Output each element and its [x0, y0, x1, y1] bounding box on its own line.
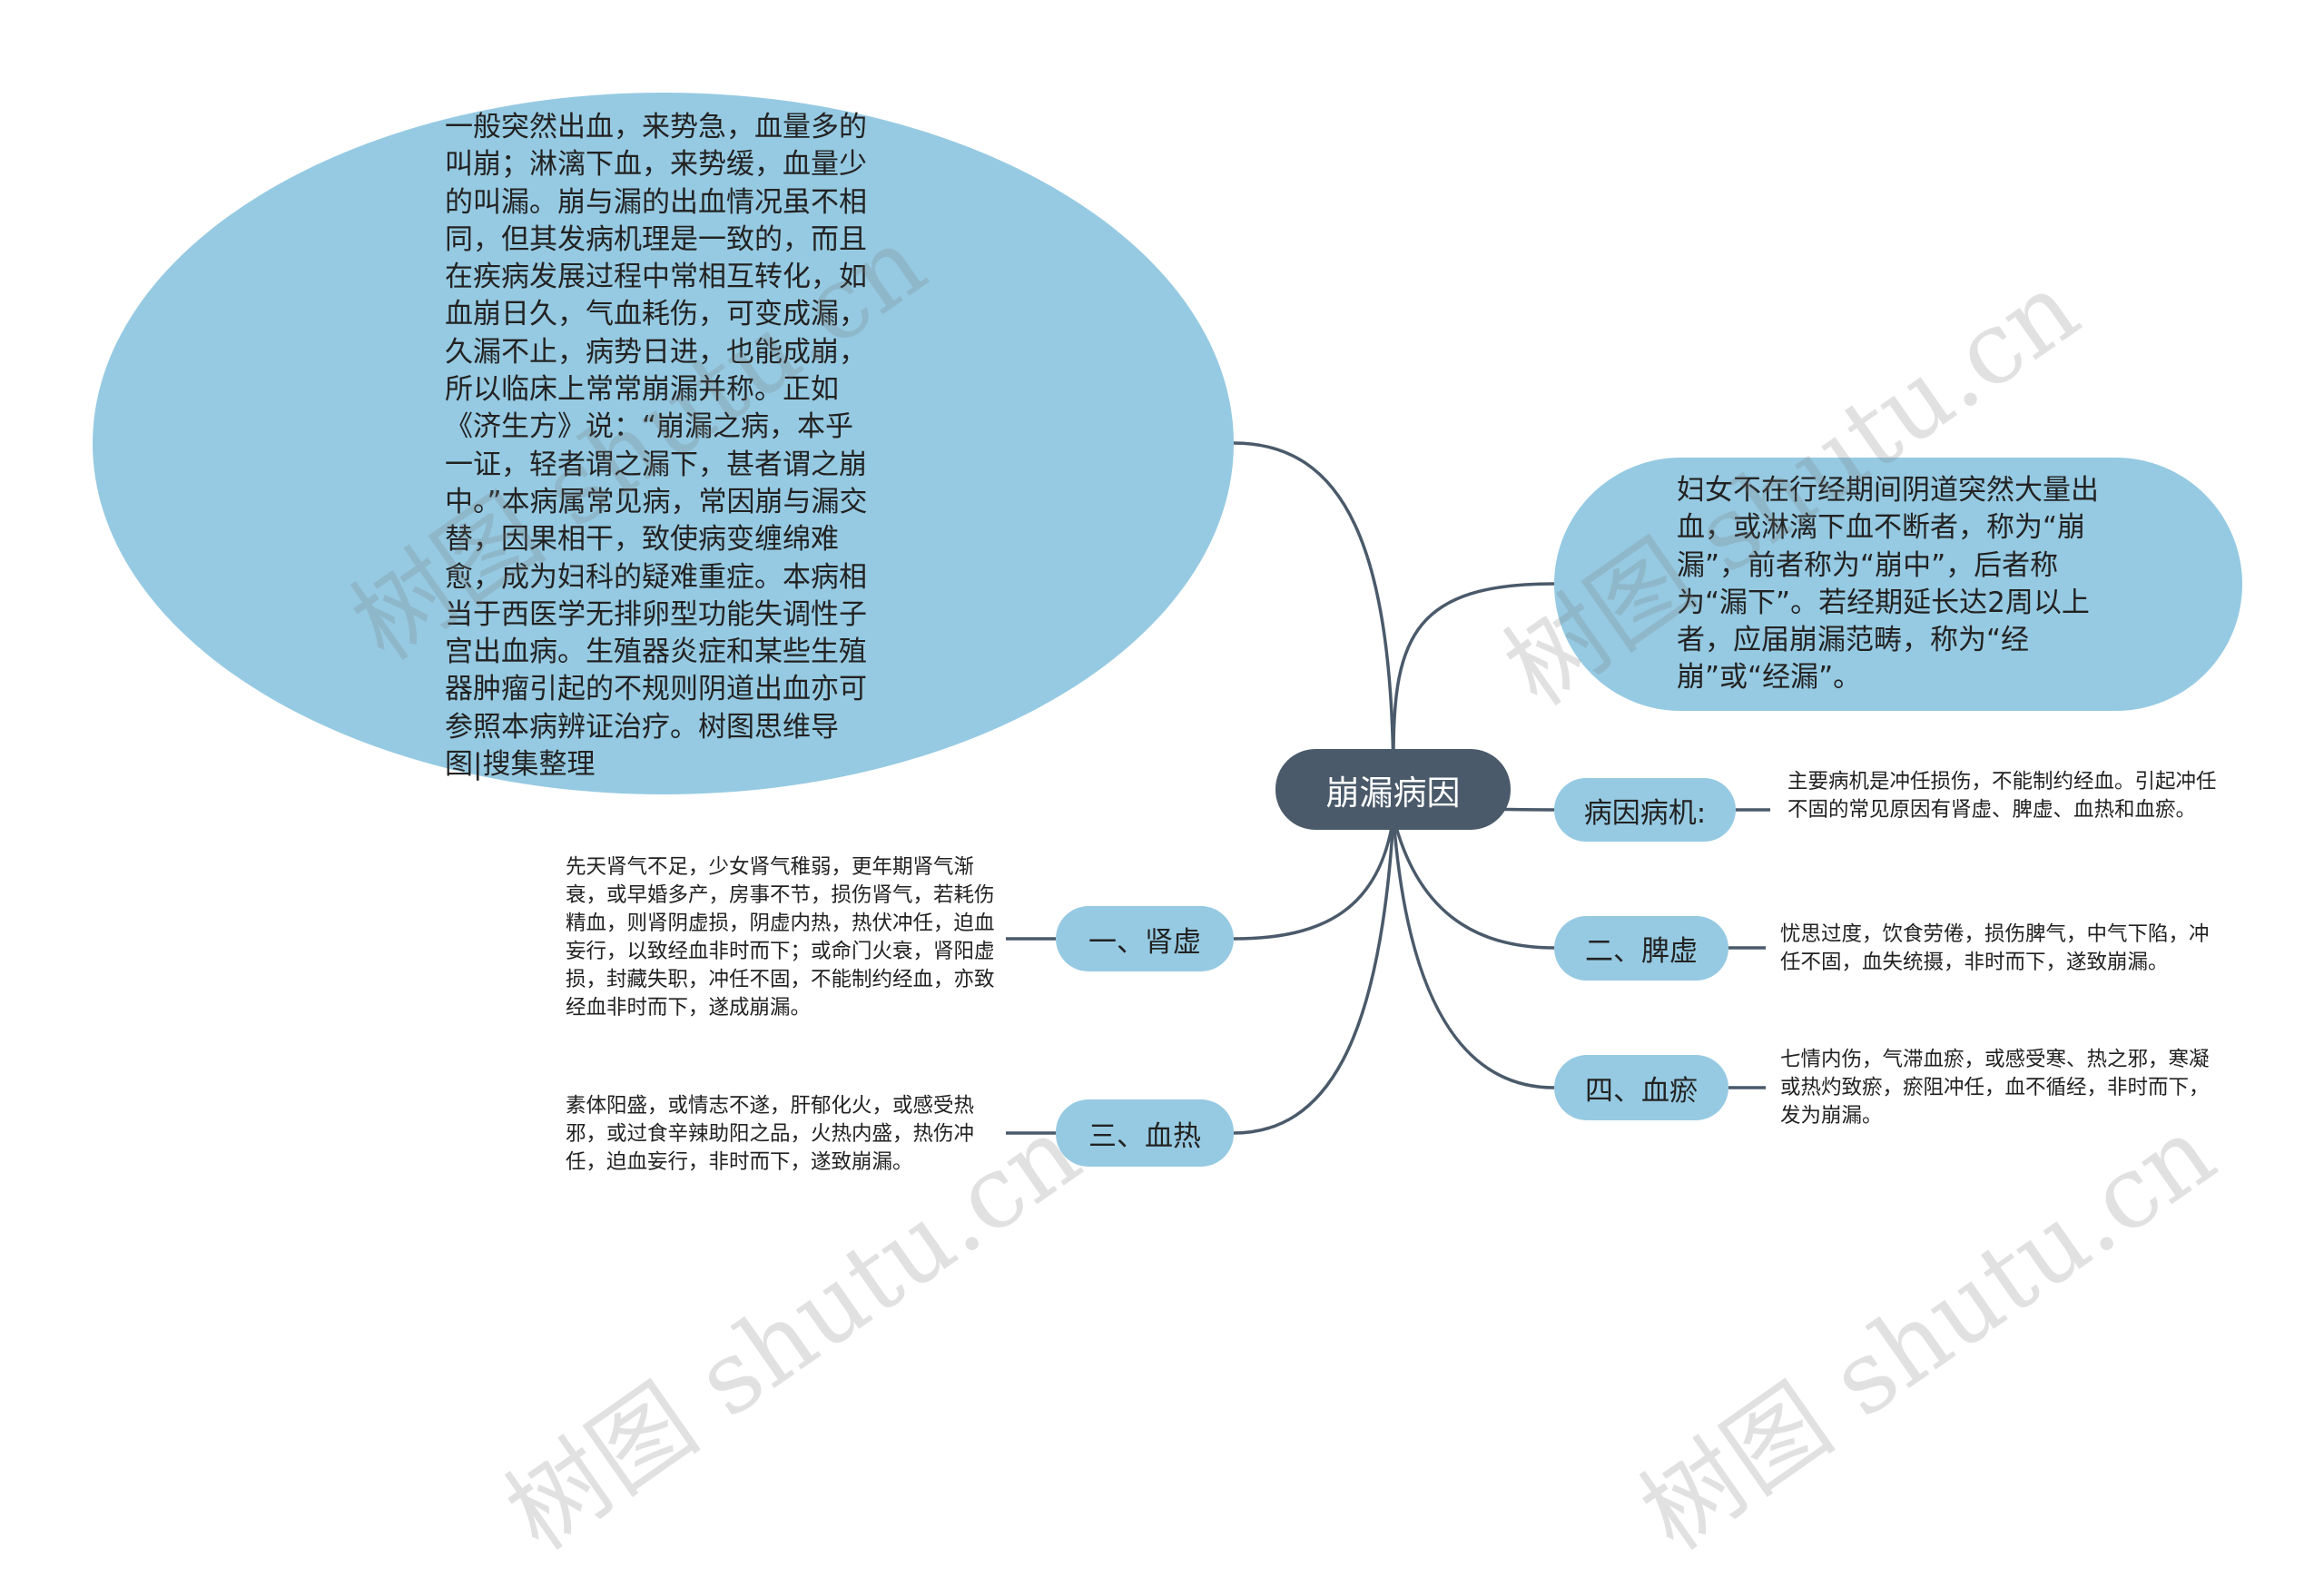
link-spleen — [1392, 816, 1555, 950]
summary-text: 妇女不在行经期间阴道突然大量出血，或淋漓下血不断者，称为“崩漏”，前者称为“崩中… — [1677, 474, 2099, 695]
branch-kidney[interactable]: 一、肾虚 — [1056, 906, 1234, 971]
stasis-detail: 七情内伤，气滞血瘀，或感受寒、热之邪，寒凝或热灼致瘀，瘀阻冲任，血不循经，非时而… — [1780, 1048, 2210, 1128]
link-definition — [1233, 441, 1395, 791]
branch-stasis[interactable]: 四、血瘀 — [1554, 1055, 1728, 1120]
central-topic[interactable]: 崩漏病因 — [1275, 749, 1511, 830]
link-stasis — [1392, 816, 1555, 1089]
link-heat — [1233, 816, 1395, 1135]
connector-lines — [1006, 441, 1770, 1135]
spleen-detail: 忧思过度，饮食劳倦，损伤脾气，中气下陷，冲任不固，血失统摄，非时而下，遂致崩漏。 — [1780, 922, 2210, 974]
definition-node[interactable]: 一般突然出血，来势急，血量多的叫崩；淋漓下血，来势缓，血量少的叫漏。崩与漏的出血… — [93, 93, 1234, 794]
heat-detail: 素体阳盛，或情志不遂，肝郁化火，或感受热邪，或过食辛辣助阳之品，火热内盛，热伤冲… — [566, 1094, 975, 1174]
branch-heat[interactable]: 三、血热 — [1056, 1099, 1234, 1167]
link-kidney — [1233, 816, 1395, 941]
link-summary — [1392, 582, 1555, 754]
summary-node[interactable]: 妇女不在行经期间阴道突然大量出血，或淋漓下血不断者，称为“崩漏”，前者称为“崩中… — [1554, 458, 2242, 711]
branch-spleen[interactable]: 二、脾虚 — [1554, 916, 1728, 981]
kidney-detail: 先天肾气不足，少女肾气稚弱，更年期肾气渐衰，或早婚多产，房事不节，损伤肾气，若耗… — [566, 855, 995, 1020]
definition-text: 一般突然出血，来势急，血量多的叫崩；淋漓下血，来势缓，血量少的叫漏。崩与漏的出血… — [445, 111, 868, 782]
branch-pathogenesis[interactable]: 病因病机: — [1554, 778, 1736, 842]
pathogenesis-detail: 主要病机是冲任损伤，不能制约经血。引起冲任不固的常见原因有肾虚、脾虚、血热和血瘀… — [1787, 770, 2217, 822]
